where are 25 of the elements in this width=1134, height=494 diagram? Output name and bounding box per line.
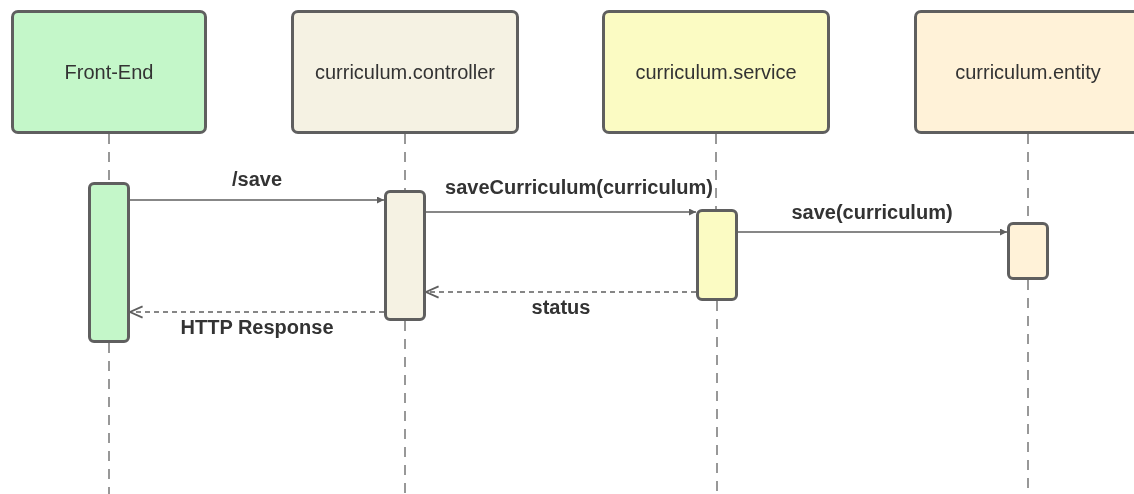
lifeline-header-box [914, 10, 1134, 134]
lifeline [108, 342, 110, 494]
message-arrow [737, 228, 1008, 236]
participant-name: curriculum.entity [955, 60, 1101, 84]
message-arrow [425, 208, 697, 216]
lifeline [404, 320, 406, 494]
activation-bar [384, 190, 426, 321]
activation-bar [1007, 222, 1049, 280]
activation-bar [88, 182, 130, 343]
message-arrow [129, 196, 385, 204]
participant-name: Front-End [64, 60, 154, 84]
participant-name: curriculum.controller [314, 60, 496, 84]
activation-bar [696, 209, 738, 301]
lifeline-header-box [291, 10, 519, 134]
edge-label: save(curriculum) [789, 201, 955, 224]
lifeline-header-box [602, 10, 830, 134]
lifeline [715, 133, 717, 210]
lifeline [716, 300, 718, 494]
lifeline [404, 133, 406, 191]
edge-label: saveCurriculum(curriculum) [443, 176, 715, 199]
lifeline [108, 133, 110, 183]
return-arrow [129, 305, 385, 319]
lifeline-header-box [11, 10, 207, 134]
participant-name: curriculum.service [635, 60, 797, 84]
return-arrow [425, 285, 697, 299]
